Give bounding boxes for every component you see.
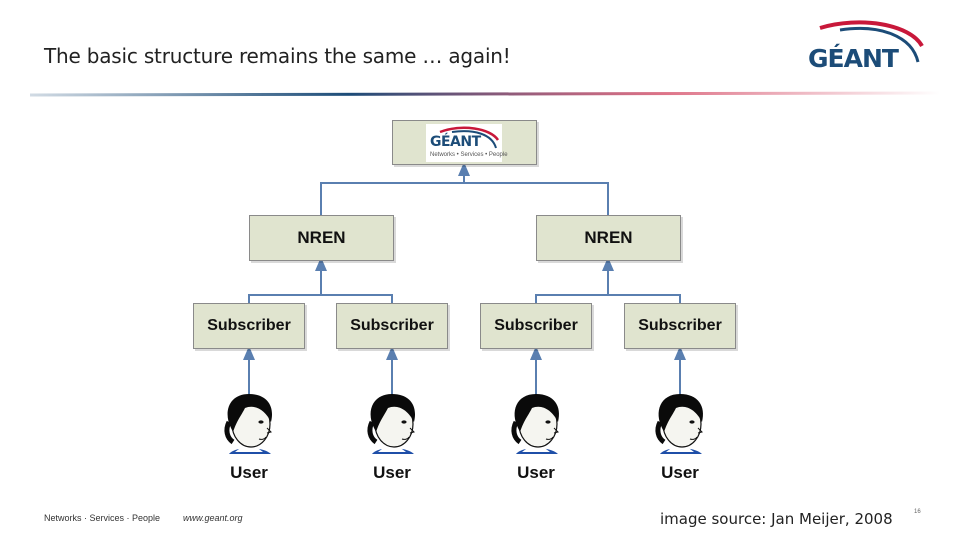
subscriber-node-3: Subscriber: [480, 303, 592, 349]
footer-url: www.geant.org: [183, 513, 243, 523]
image-source-caption: image source: Jan Meijer, 2008: [660, 510, 893, 528]
user-label-1: User: [230, 463, 268, 482]
geant-mini-logo: GÉANT Networks • Services • People: [426, 124, 508, 162]
user-head-icon: [224, 394, 273, 454]
connector-nren-geant: [320, 182, 609, 216]
subscriber-node-2: Subscriber: [336, 303, 448, 349]
user-label-2: User: [373, 463, 411, 482]
nren-node-2: NREN: [536, 215, 681, 261]
nren-node-1: NREN: [249, 215, 394, 261]
logo-wordmark: GÉANT: [808, 44, 899, 73]
mini-logo-swoosh-icon: [439, 126, 500, 149]
user-label-4: User: [661, 463, 699, 482]
footer-tagline: Networks · Services · People: [44, 513, 161, 523]
user-head-icon: [511, 394, 560, 454]
page-number: 16: [914, 509, 921, 515]
slide-title: The basic structure remains the same … a…: [44, 44, 511, 68]
geant-node: GÉANT Networks • Services • People: [392, 120, 537, 165]
mini-logo-tagline: Networks • Services • People: [430, 152, 508, 158]
geant-logo: GÉANT: [800, 18, 930, 78]
mini-logo-wordmark: GÉANT: [430, 134, 481, 150]
header-divider: [30, 90, 940, 97]
user-label-3: User: [517, 463, 555, 482]
user-head-icon: [655, 394, 704, 454]
subscriber-node-1: Subscriber: [193, 303, 305, 349]
subscriber-node-4: Subscriber: [624, 303, 736, 349]
logo-swoosh-icon: [819, 20, 924, 63]
user-head-icon: [367, 394, 416, 454]
